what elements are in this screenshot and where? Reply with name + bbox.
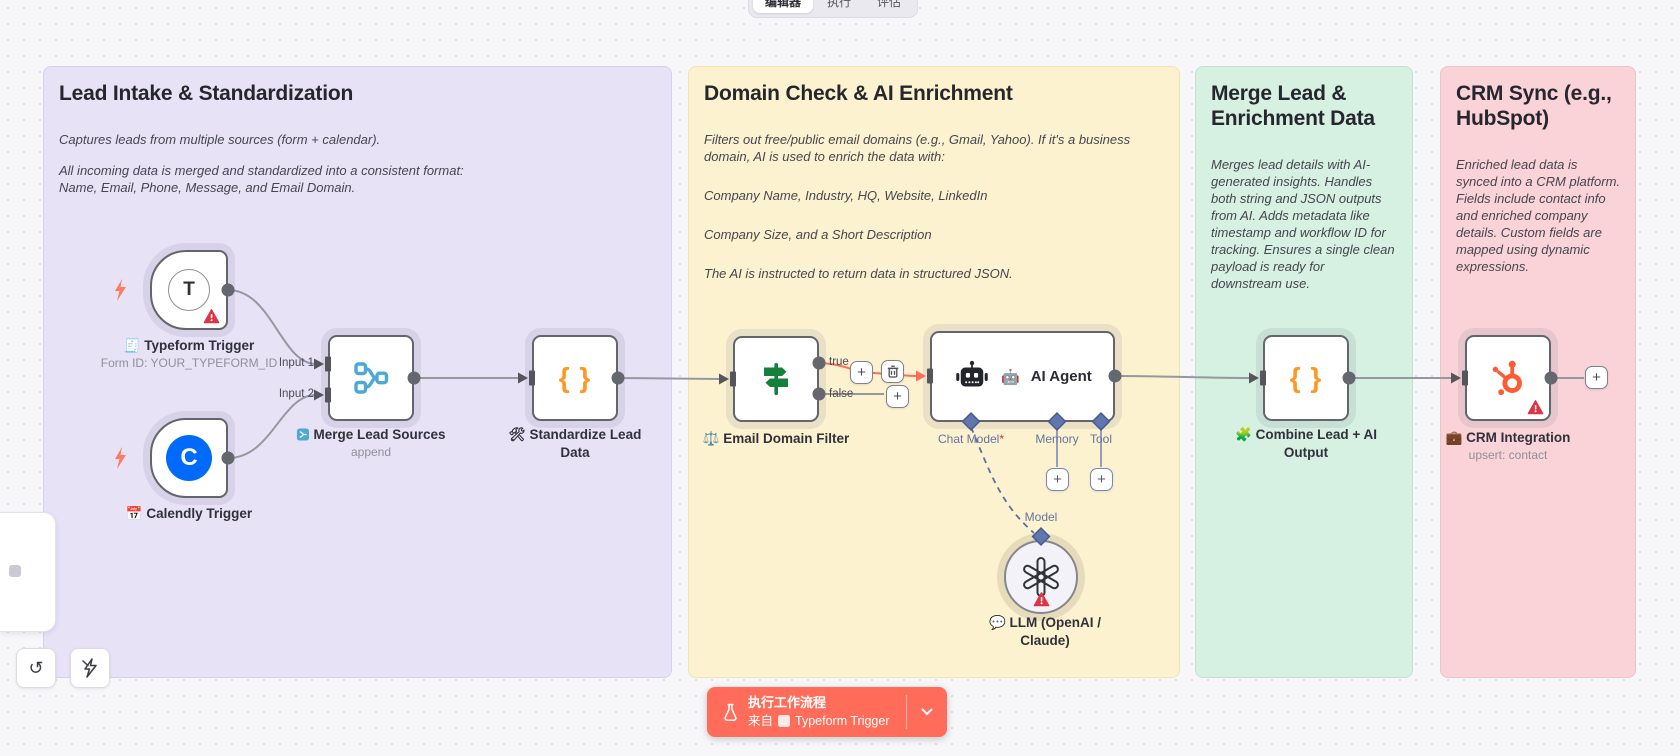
port-label-tool: Tool xyxy=(1089,432,1113,446)
sticky-paragraph: Filters out free/public email domains (e… xyxy=(704,132,1131,165)
merge-icon xyxy=(354,362,389,394)
tab-executions[interactable]: 执行 xyxy=(827,0,852,9)
tidy-up-button[interactable] xyxy=(70,648,110,688)
sticky-paragraph: The AI is instructed to return data in s… xyxy=(704,265,1013,281)
trash-icon xyxy=(887,365,898,378)
sticky-paragraph: Merges lead details with AI-generated in… xyxy=(1211,157,1395,291)
node-label-crm: 💼 CRM Integration xyxy=(1445,430,1571,445)
execute-button-title: 执行工作流程 xyxy=(748,695,827,711)
node-crm-integration[interactable] xyxy=(1465,335,1551,421)
warning-icon xyxy=(1033,592,1050,607)
node-label-llm: 💬 LLM (OpenAI / Claude) xyxy=(988,615,1102,648)
port-label-input1: Input 1 xyxy=(278,357,314,369)
code-icon: { } xyxy=(558,362,592,393)
port-label-true: true xyxy=(829,356,849,368)
add-tool-button[interactable]: + xyxy=(1090,468,1113,491)
switch-icon xyxy=(764,363,788,395)
node-standardize-lead-data[interactable]: { } xyxy=(532,335,618,421)
merge-mini-icon xyxy=(296,428,310,441)
warning-icon xyxy=(1527,400,1544,415)
node-label-filter: ⚖️ Email Domain Filter xyxy=(702,431,850,446)
node-calendly-trigger[interactable]: C xyxy=(150,418,228,498)
bolt-slash-icon xyxy=(81,658,97,678)
required-asterisk: * xyxy=(999,432,1005,446)
sticky-paragraph: Company Size, and a Short Description xyxy=(704,226,932,242)
node-label-calendly: 📅 Calendly Trigger xyxy=(125,506,253,521)
sticky-paragraph: Enriched lead data is synced into a CRM … xyxy=(1456,157,1621,274)
typeform-mini-icon xyxy=(778,715,791,728)
node-label-combine: 🧩 Combine Lead + AI Output xyxy=(1235,427,1377,460)
sticky-paragraph: All incoming data is merged and standard… xyxy=(59,163,464,195)
node-label-merge-text: Merge Lead Sources xyxy=(313,427,446,442)
collapsed-side-panel[interactable] xyxy=(0,512,56,632)
port-label-input2: Input 2 xyxy=(278,388,314,400)
add-node-on-false-button[interactable]: + xyxy=(886,385,909,408)
delete-connection-button[interactable] xyxy=(881,360,904,383)
node-label-standardize: 🛠 Standardize Lead Data xyxy=(508,427,642,460)
sticky-title: Merge Lead & Enrichment Data xyxy=(1211,82,1375,131)
code-icon: { } xyxy=(1289,362,1323,393)
editor-tabs: 编辑器 执行 评估 xyxy=(748,0,919,18)
node-sublabel-typeform: Form ID: YOUR_TYPEFORM_ID xyxy=(100,356,278,370)
flask-icon xyxy=(724,703,737,721)
sticky-title: Lead Intake & Standardization xyxy=(59,82,354,105)
chevron-down-icon xyxy=(921,708,932,716)
ai-agent-robot-icon xyxy=(956,360,988,386)
execute-options-button[interactable] xyxy=(907,687,947,737)
node-merge-lead-sources[interactable] xyxy=(328,335,414,421)
add-node-after-crm-button[interactable]: + xyxy=(1585,366,1608,389)
tab-evaluations[interactable]: 评估 xyxy=(877,0,902,9)
node-sublabel-merge: append xyxy=(350,445,392,459)
robot-emoji-icon: 🤖 xyxy=(1001,368,1020,386)
port-label-chat-model: Chat Model xyxy=(937,432,1000,446)
port-label-model: Model xyxy=(1024,510,1058,524)
sticky-paragraph: Company Name, Industry, HQ, Website, Lin… xyxy=(704,187,988,203)
sticky-title: Domain Check & AI Enrichment xyxy=(704,82,1013,105)
node-combine-lead-ai-output[interactable]: { } xyxy=(1263,335,1349,421)
openai-icon xyxy=(1006,542,1076,612)
trigger-bolt-icon xyxy=(115,279,126,301)
node-email-domain-filter[interactable] xyxy=(733,336,819,422)
port-label-false: false xyxy=(829,388,854,400)
node-typeform-trigger[interactable]: T xyxy=(150,250,228,330)
node-llm-chat-model[interactable] xyxy=(1004,540,1078,614)
undo-button[interactable]: ↺ xyxy=(16,648,56,688)
execute-trigger-name: Typeform Trigger xyxy=(795,714,890,729)
hubspot-icon xyxy=(1492,360,1522,396)
node-ai-agent[interactable]: 🤖 AI Agent xyxy=(930,331,1115,422)
node-label-typeform: 🧾 Typeform Trigger xyxy=(123,338,255,353)
add-memory-button[interactable]: + xyxy=(1046,468,1069,491)
tab-editor[interactable]: 编辑器 xyxy=(753,0,814,13)
node-title-ai-agent: AI Agent xyxy=(1030,368,1092,385)
sticky-paragraph: Captures leads from multiple sources (fo… xyxy=(59,132,381,148)
node-sublabel-crm: upsert: contact xyxy=(1468,448,1548,462)
divider xyxy=(905,695,907,729)
panel-drag-handle[interactable] xyxy=(9,565,21,577)
typeform-icon: T xyxy=(168,269,210,311)
execute-from-label: 来自 xyxy=(748,714,774,729)
port-label-memory: Memory xyxy=(1035,432,1079,446)
node-label-merge: Merge Lead Sources xyxy=(296,426,446,444)
warning-icon xyxy=(203,309,220,324)
sticky-title: CRM Sync (e.g., HubSpot) xyxy=(1456,82,1612,131)
add-node-on-true-button[interactable]: + xyxy=(850,361,873,384)
trigger-bolt-icon xyxy=(115,447,126,469)
undo-icon: ↺ xyxy=(28,657,44,678)
execute-workflow-button[interactable]: 执行工作流程 来自 Typeform Trigger xyxy=(707,687,947,737)
calendly-icon: C xyxy=(166,435,212,481)
